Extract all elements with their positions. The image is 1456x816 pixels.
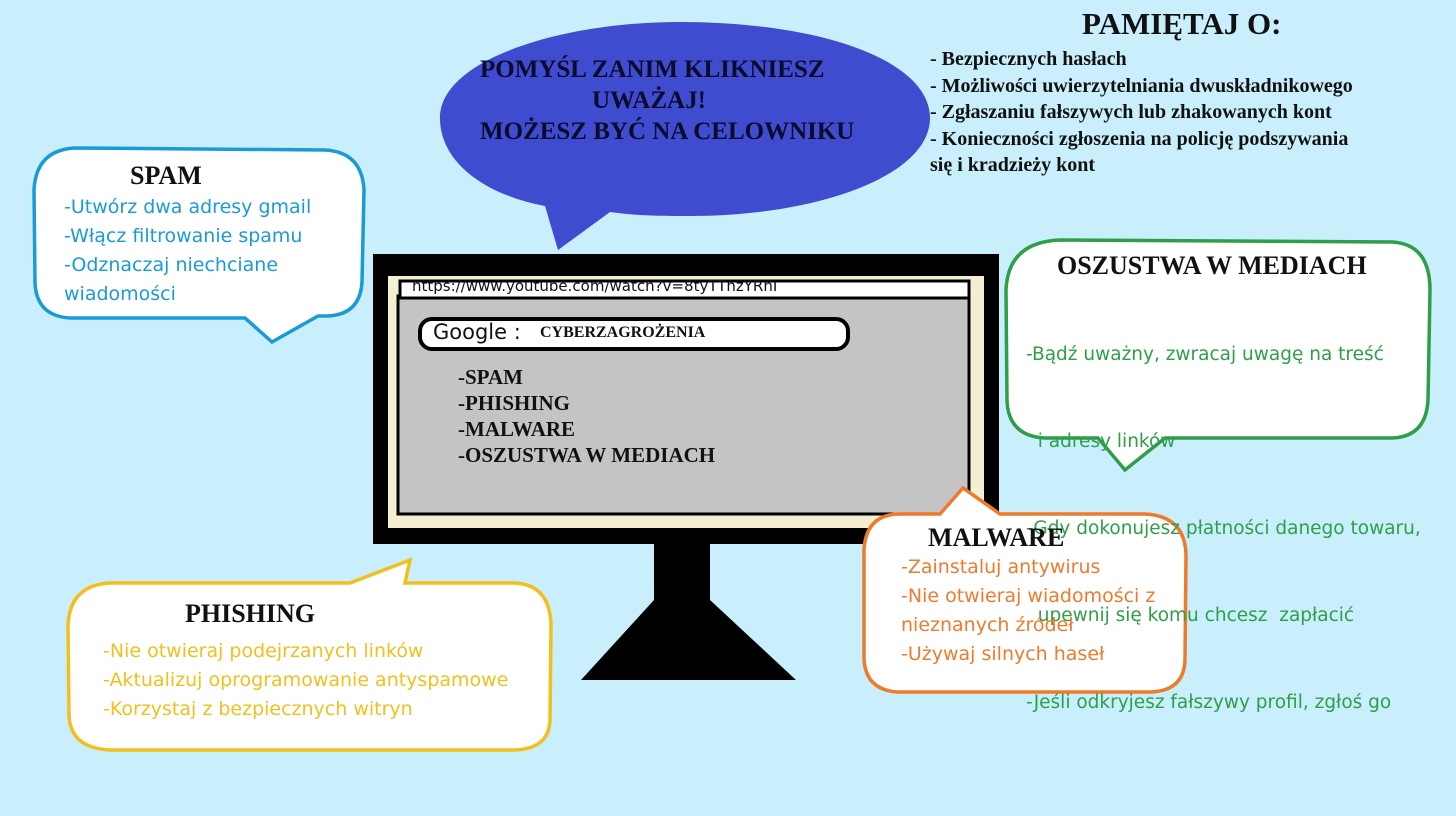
spam-card (32, 146, 366, 345)
malware-title: MALWARE (928, 523, 1065, 552)
social-fraud-tip: -Gdy dokonujesz płatności danego towaru, (1026, 518, 1421, 539)
malware-tip: -Nie otwieraj wiadomości z (901, 585, 1156, 607)
warning-line: MOŻESZ BYĆ NA CELOWNIKU (480, 118, 855, 145)
url-bar (398, 279, 971, 300)
screen-topic: -OSZUSTWA W MEDIACH (458, 443, 716, 467)
social-media-fraud-card (1004, 238, 1432, 473)
warning-speech-bubble (440, 22, 930, 250)
search-query: CYBERZAGROŻENIA (540, 324, 706, 341)
social-fraud-title: OSZUSTWA W MEDIACH (1057, 251, 1367, 280)
malware-tips: -Zainstaluj antywirus -Nie otwieraj wiad… (901, 553, 1155, 669)
warning-message: POMYŚL ZANIM KLIKNIESZ UWAŻAJ! MOŻESZ BY… (472, 54, 902, 147)
phishing-tip: -Korzystaj z bezpiecznych witryn (103, 698, 413, 720)
malware-tip: -Używaj silnych haseł (901, 643, 1105, 665)
screen-topic: -PHISHING (458, 391, 571, 415)
remember-item: - Konieczności zgłoszenia na policję pod… (930, 127, 1349, 150)
social-fraud-tip: -Bądź uważny, zwracaj uwagę na treść (1026, 344, 1384, 365)
social-fraud-tip: -Jeśli odkryjesz fałszywy profil, zgłoś … (1026, 692, 1392, 713)
remember-title: PAMIĘTAJ O: (1082, 6, 1282, 41)
screen-topic: -SPAM (458, 365, 523, 389)
remember-item: - Możliwości uwierzytelniania dwuskładni… (930, 74, 1353, 97)
warning-line: POMYŚL ZANIM KLIKNIESZ (480, 56, 825, 83)
social-fraud-tips: -Bądź uważny, zwracaj uwagę na treść i a… (1026, 282, 1421, 746)
phishing-title: PHISHING (185, 599, 316, 628)
malware-tip: nieznanych źródeł (901, 614, 1074, 636)
malware-card (862, 485, 1188, 694)
social-fraud-tip: upewnij się komu chcesz zapłacić (1026, 605, 1355, 626)
remember-list: - Bezpiecznych hasłach - Możliwości uwie… (930, 46, 1353, 179)
phishing-tips: -Nie otwieraj podejrzanych linków -Aktua… (103, 637, 508, 724)
search-label: Google : (433, 320, 521, 344)
spam-tip: -Odznaczaj niechciane (64, 254, 279, 276)
monitor-stand (581, 600, 796, 680)
warning-line: UWAŻAJ! (592, 87, 706, 114)
phishing-card (66, 557, 553, 752)
remember-item: - Zgłaszaniu fałszywych lub zhakowanych … (930, 101, 1332, 123)
url-text: https://www.youtube.com/watch?v=8tyTTnzY… (412, 277, 778, 295)
spam-tip: -Włącz filtrowanie spamu (64, 225, 303, 247)
spam-title: SPAM (130, 161, 202, 190)
phishing-tip: -Nie otwieraj podejrzanych linków (103, 640, 424, 662)
phishing-tip: -Aktualizuj oprogramowanie antyspamowe (103, 669, 509, 691)
spam-tip: wiadomości (64, 283, 176, 305)
search-box (418, 317, 850, 351)
screen-topic-list: -SPAM -PHISHING -MALWARE -OSZUSTWA W MED… (458, 364, 715, 468)
monitor-neck (654, 544, 710, 604)
malware-tip: -Zainstaluj antywirus (901, 556, 1101, 578)
remember-item: - Bezpiecznych hasłach (930, 48, 1127, 70)
spam-tip: -Utwórz dwa adresy gmail (64, 196, 312, 218)
spam-tips: -Utwórz dwa adresy gmail -Włącz filtrowa… (64, 193, 311, 309)
screen-topic: -MALWARE (458, 417, 576, 441)
remember-item: się i kradzieży kont (930, 154, 1095, 176)
social-fraud-tip: i adresy linków (1026, 431, 1176, 452)
